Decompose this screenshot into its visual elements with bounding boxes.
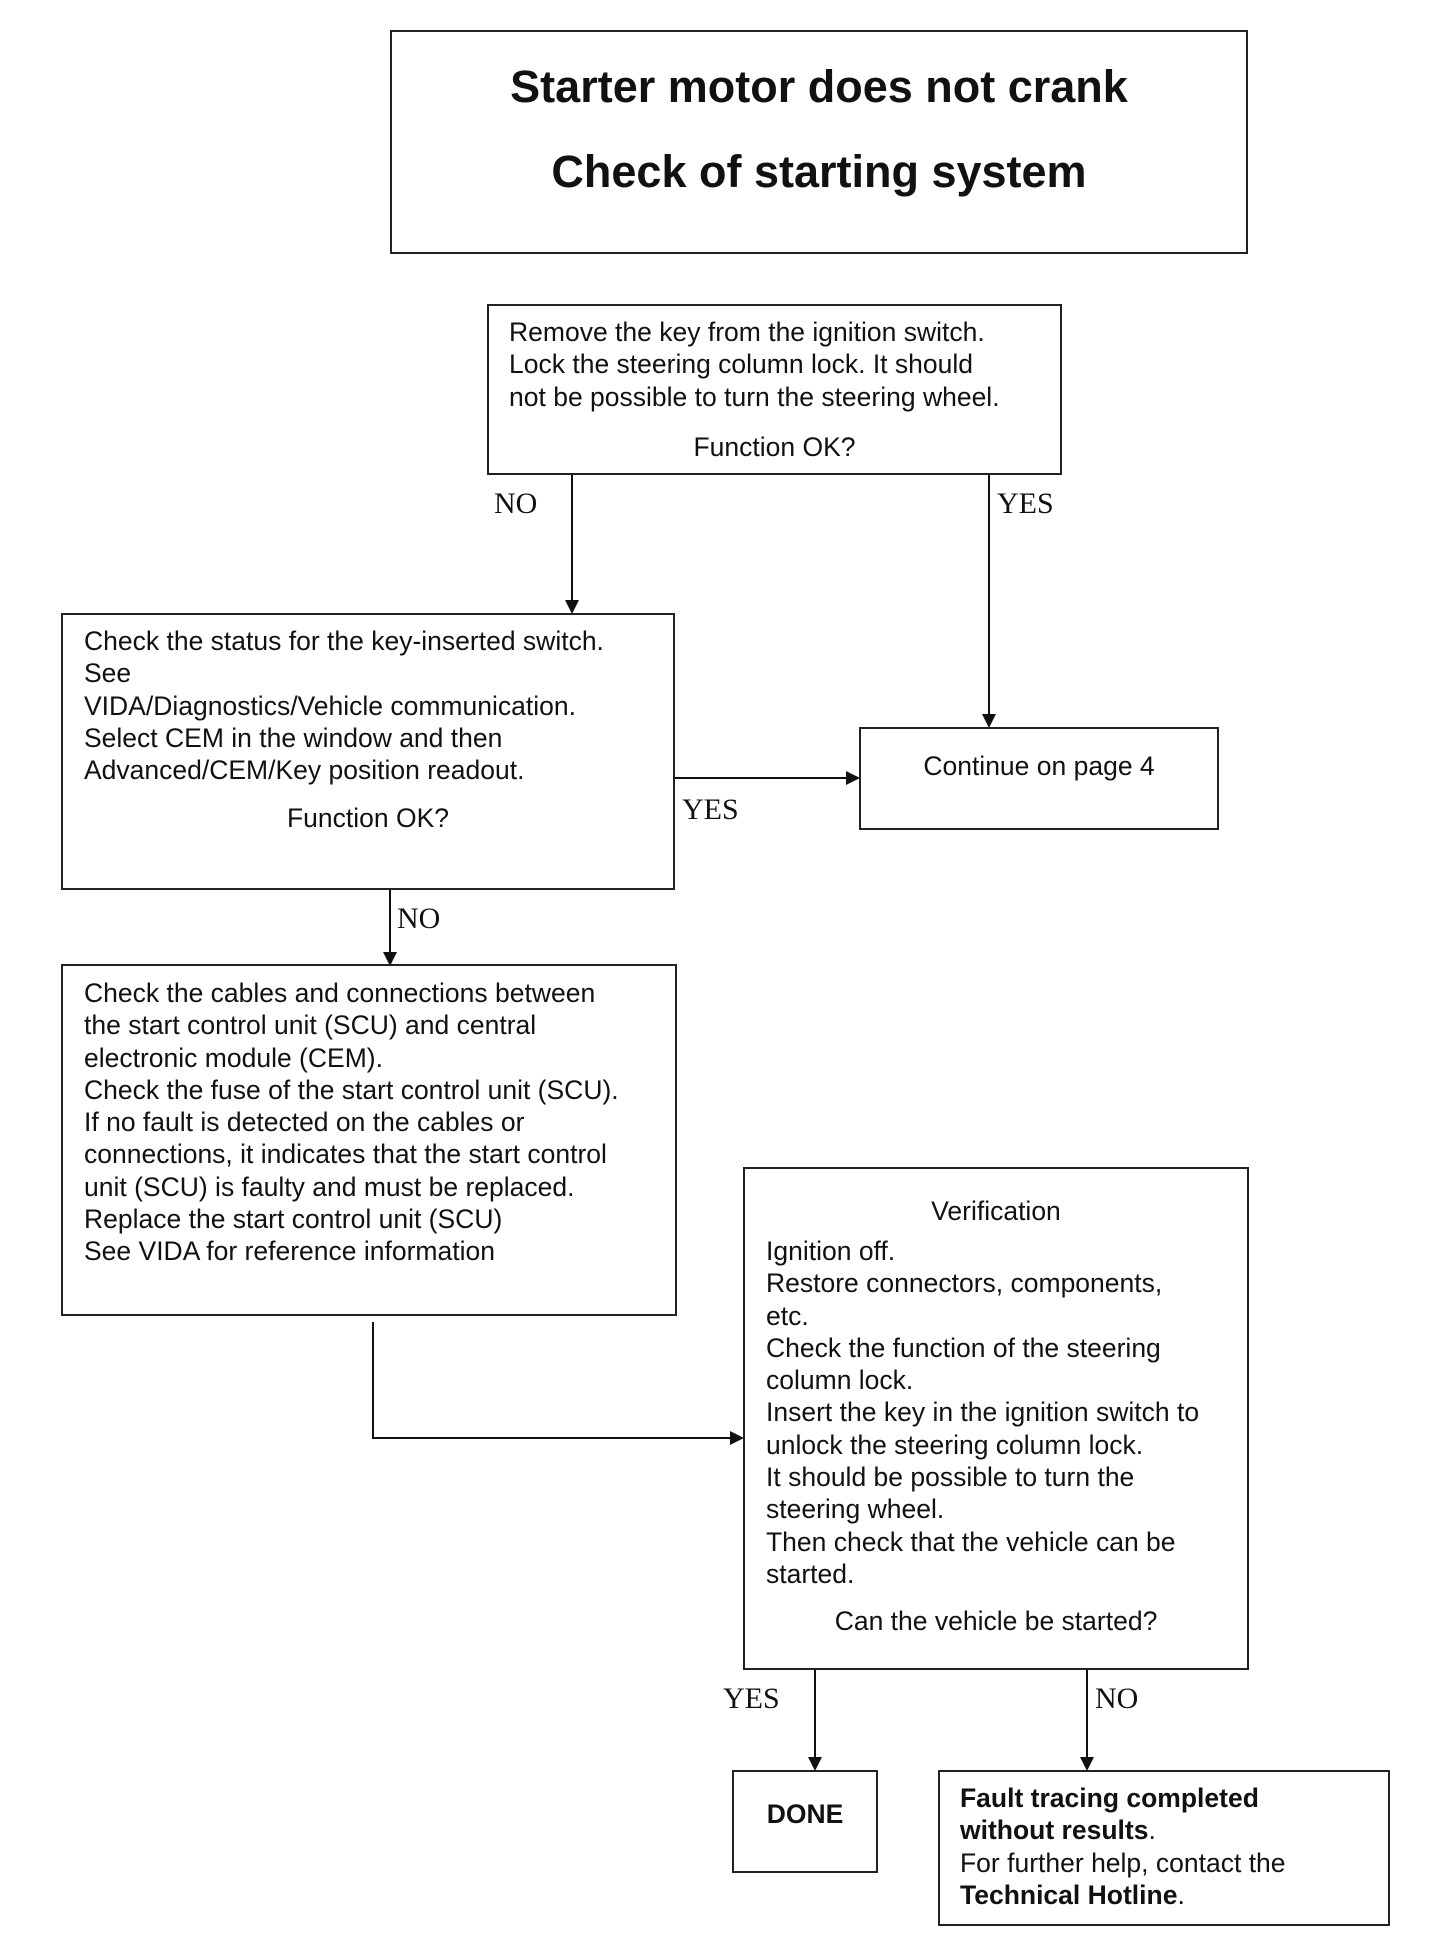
fault-period-1: .: [1148, 1815, 1156, 1846]
fault-line3: For further help, contact the: [960, 1847, 1286, 1878]
fault-period-2: .: [1177, 1879, 1185, 1910]
fault-hotline: Technical Hotline: [960, 1879, 1178, 1910]
continue-text: Continue on page 4: [923, 751, 1155, 781]
verification-text: Ignition off. Restore connectors, compon…: [766, 1236, 1200, 1589]
verification-heading: Verification: [931, 1196, 1061, 1226]
label-step2-no: NO: [397, 902, 441, 935]
fault-bold-line1: Fault tracing completed: [960, 1783, 1259, 1813]
fault-text: Fault tracing completed without results.…: [960, 1782, 1286, 1911]
label-step1-yes: YES: [997, 487, 1054, 520]
label-step1-no: NO: [494, 487, 538, 520]
step3-box: Check the cables and connections between…: [61, 964, 677, 1316]
verification-question: Can the vehicle be started?: [834, 1606, 1158, 1636]
step1-question: Function OK?: [693, 432, 856, 462]
label-step2-yes: YES: [682, 793, 739, 826]
step2-box: Check the status for the key-inserted sw…: [61, 613, 675, 890]
step1-text: Remove the key from the ignition switch.…: [509, 317, 1000, 412]
label-verification-yes: YES: [723, 1682, 780, 1715]
continue-box: Continue on page 4: [859, 727, 1219, 830]
step1-box: Remove the key from the ignition switch.…: [487, 304, 1062, 475]
title-line-1: Starter motor does not crank: [510, 61, 1128, 112]
fault-bold-line2: without results: [960, 1815, 1149, 1846]
title-box: Starter motor does not crank Check of st…: [390, 30, 1248, 254]
label-verification-no: NO: [1095, 1682, 1139, 1715]
done-box: DONE: [732, 1770, 878, 1873]
fault-box: Fault tracing completed without results.…: [938, 1770, 1390, 1926]
title-line-2: Check of starting system: [551, 146, 1087, 197]
step2-question: Function OK?: [286, 803, 450, 833]
step2-text: Check the status for the key-inserted sw…: [84, 626, 604, 786]
step3-text: Check the cables and connections between…: [84, 978, 619, 1267]
verification-box: Verification Ignition off. Restore conne…: [743, 1167, 1249, 1670]
arrow-step3-to-verification: [372, 1322, 744, 1445]
done-text: DONE: [766, 1799, 844, 1829]
